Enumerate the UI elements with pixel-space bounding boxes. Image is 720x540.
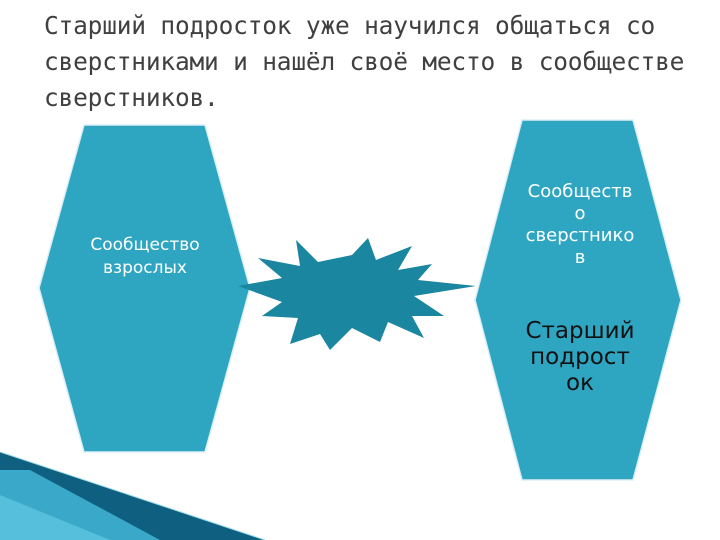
older-teen-label: Старший подрост ок [525, 318, 635, 396]
peers-hexagon [474, 119, 682, 481]
adults-community-label: Сообщество взрослых [90, 235, 200, 278]
conflict-burst [238, 238, 476, 350]
corner-decoration [0, 451, 266, 540]
adults-hexagon [38, 124, 251, 453]
peers-community-label: Сообществ о сверстнико в [525, 181, 635, 268]
slide-title: Старший подросток уже научился общаться … [44, 11, 685, 112]
